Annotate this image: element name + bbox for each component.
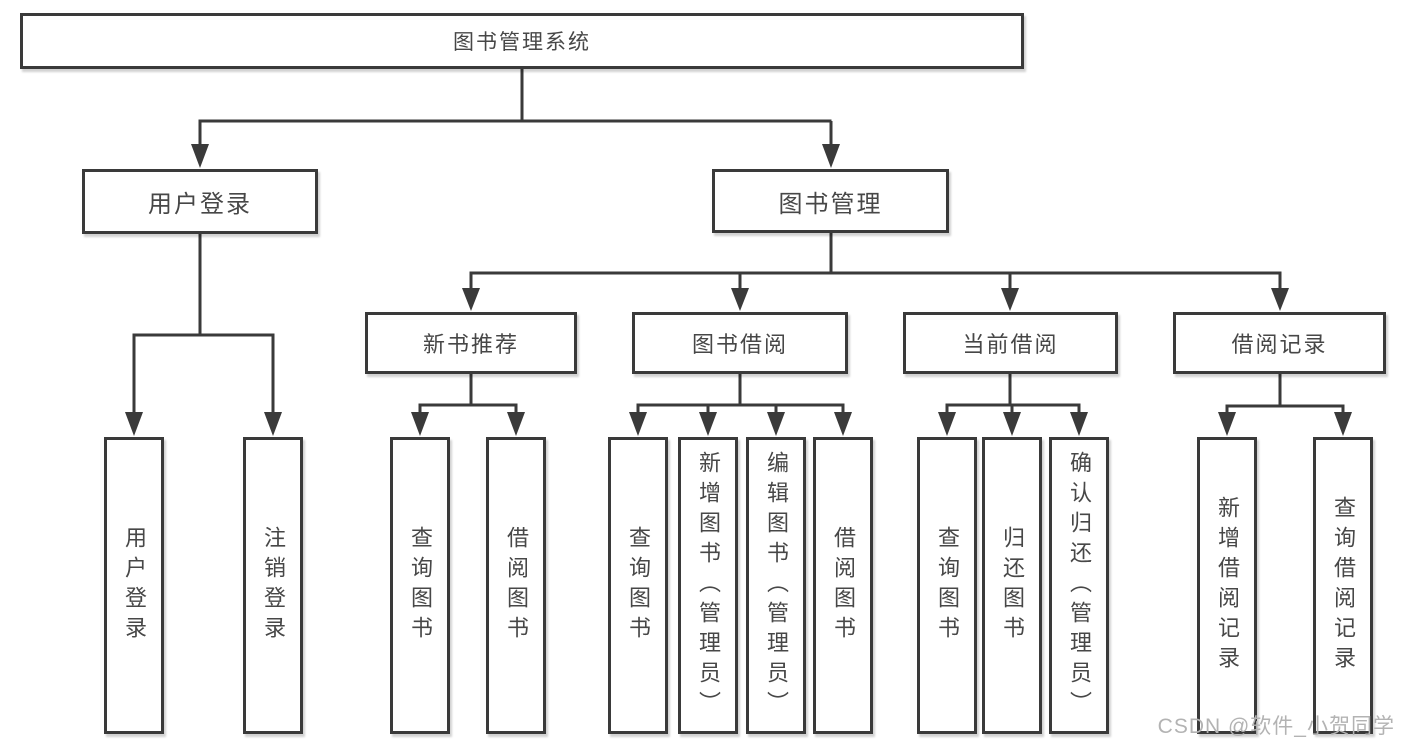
node-user-login-label: 用户登录 bbox=[148, 191, 252, 218]
node-book-borrowing-label: 图书借阅 bbox=[691, 332, 788, 357]
node-borrow-records-label: 借阅记录 bbox=[1231, 332, 1328, 357]
node-current-query-books-label: 查询图书 bbox=[935, 525, 960, 646]
node-current-query-books: 查询图书 bbox=[917, 437, 977, 734]
node-borrowing-query-books: 查询图书 bbox=[608, 437, 668, 734]
connector-book-borrowing-children bbox=[636, 373, 845, 414]
node-borrowing-borrow-books: 借阅图书 bbox=[813, 437, 873, 734]
node-recommend-borrow-books-label: 借阅图书 bbox=[504, 525, 529, 646]
node-current-borrowing: 当前借阅 bbox=[903, 312, 1118, 374]
node-add-book-admin: 新增图书（管理员） bbox=[678, 437, 738, 734]
node-book-management-system-label: 图书管理系统 bbox=[453, 31, 591, 54]
node-return-books-label: 归还图书 bbox=[1000, 525, 1025, 646]
connector-borrow-records-children bbox=[1225, 373, 1345, 414]
node-book-management: 图书管理 bbox=[712, 169, 949, 233]
connector-new-book-recommend-children bbox=[418, 373, 518, 414]
node-book-borrowing: 图书借阅 bbox=[632, 312, 848, 374]
node-current-borrowing-label: 当前借阅 bbox=[962, 332, 1059, 357]
node-logout: 注销登录 bbox=[243, 437, 303, 734]
csdn-watermark: CSDN @软件_小贺同学 bbox=[1157, 715, 1395, 738]
node-confirm-return-admin-label: 确认归还（管理员） bbox=[1067, 450, 1092, 721]
connector-user-login-children bbox=[132, 233, 275, 414]
node-borrowing-query-books-label: 查询图书 bbox=[626, 525, 651, 646]
node-add-borrow-record-label: 新增借阅记录 bbox=[1215, 495, 1240, 676]
connector-book-management-children bbox=[469, 231, 1282, 291]
node-recommend-query-books: 查询图书 bbox=[390, 437, 450, 734]
node-add-book-admin-label: 新增图书（管理员） bbox=[696, 450, 721, 721]
node-add-borrow-record: 新增借阅记录 bbox=[1197, 437, 1257, 734]
connector-root-to-level2 bbox=[198, 67, 833, 146]
node-new-book-recommend-label: 新书推荐 bbox=[422, 332, 519, 357]
node-user-login-action: 用户登录 bbox=[104, 437, 164, 734]
node-return-books: 归还图书 bbox=[982, 437, 1042, 734]
node-confirm-return-admin: 确认归还（管理员） bbox=[1049, 437, 1109, 734]
node-recommend-query-books-label: 查询图书 bbox=[408, 525, 433, 646]
node-logout-label: 注销登录 bbox=[261, 525, 286, 646]
node-borrowing-borrow-books-label: 借阅图书 bbox=[831, 525, 856, 646]
node-book-management-system: 图书管理系统 bbox=[20, 13, 1024, 69]
node-recommend-borrow-books: 借阅图书 bbox=[486, 437, 546, 734]
node-book-management-label: 图书管理 bbox=[778, 190, 883, 218]
node-edit-book-admin: 编辑图书（管理员） bbox=[746, 437, 806, 734]
node-query-borrow-record-label: 查询借阅记录 bbox=[1331, 495, 1356, 676]
node-new-book-recommend: 新书推荐 bbox=[365, 312, 577, 374]
node-user-login: 用户登录 bbox=[82, 169, 318, 234]
connector-current-borrowing-children bbox=[945, 373, 1081, 414]
node-borrow-records: 借阅记录 bbox=[1173, 312, 1386, 374]
node-query-borrow-record: 查询借阅记录 bbox=[1313, 437, 1373, 734]
node-edit-book-admin-label: 编辑图书（管理员） bbox=[764, 450, 789, 721]
node-user-login-action-label: 用户登录 bbox=[122, 525, 147, 646]
